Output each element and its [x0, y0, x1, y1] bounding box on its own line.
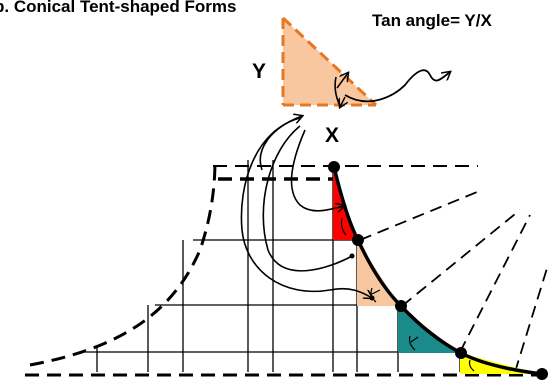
- reference-triangle: [281, 16, 378, 107]
- segment-yellow: [460, 353, 540, 374]
- x-label: X: [325, 124, 339, 147]
- dashed-top-lines: [213, 165, 478, 181]
- y-label: Y: [252, 60, 266, 83]
- connector-dots: [341, 203, 375, 301]
- dashed-left-curve: [29, 159, 217, 367]
- dashed-slant-lines: [359, 189, 549, 373]
- wavy-arrow: [344, 69, 450, 103]
- tan-angle-formula: Tan angle= Y/X: [372, 11, 492, 30]
- connector-arrows: [240, 116, 372, 298]
- slope-segments: [333, 167, 540, 374]
- heading: b. Conical Tent-shaped Forms: [0, 0, 236, 16]
- curve-points: [328, 161, 548, 380]
